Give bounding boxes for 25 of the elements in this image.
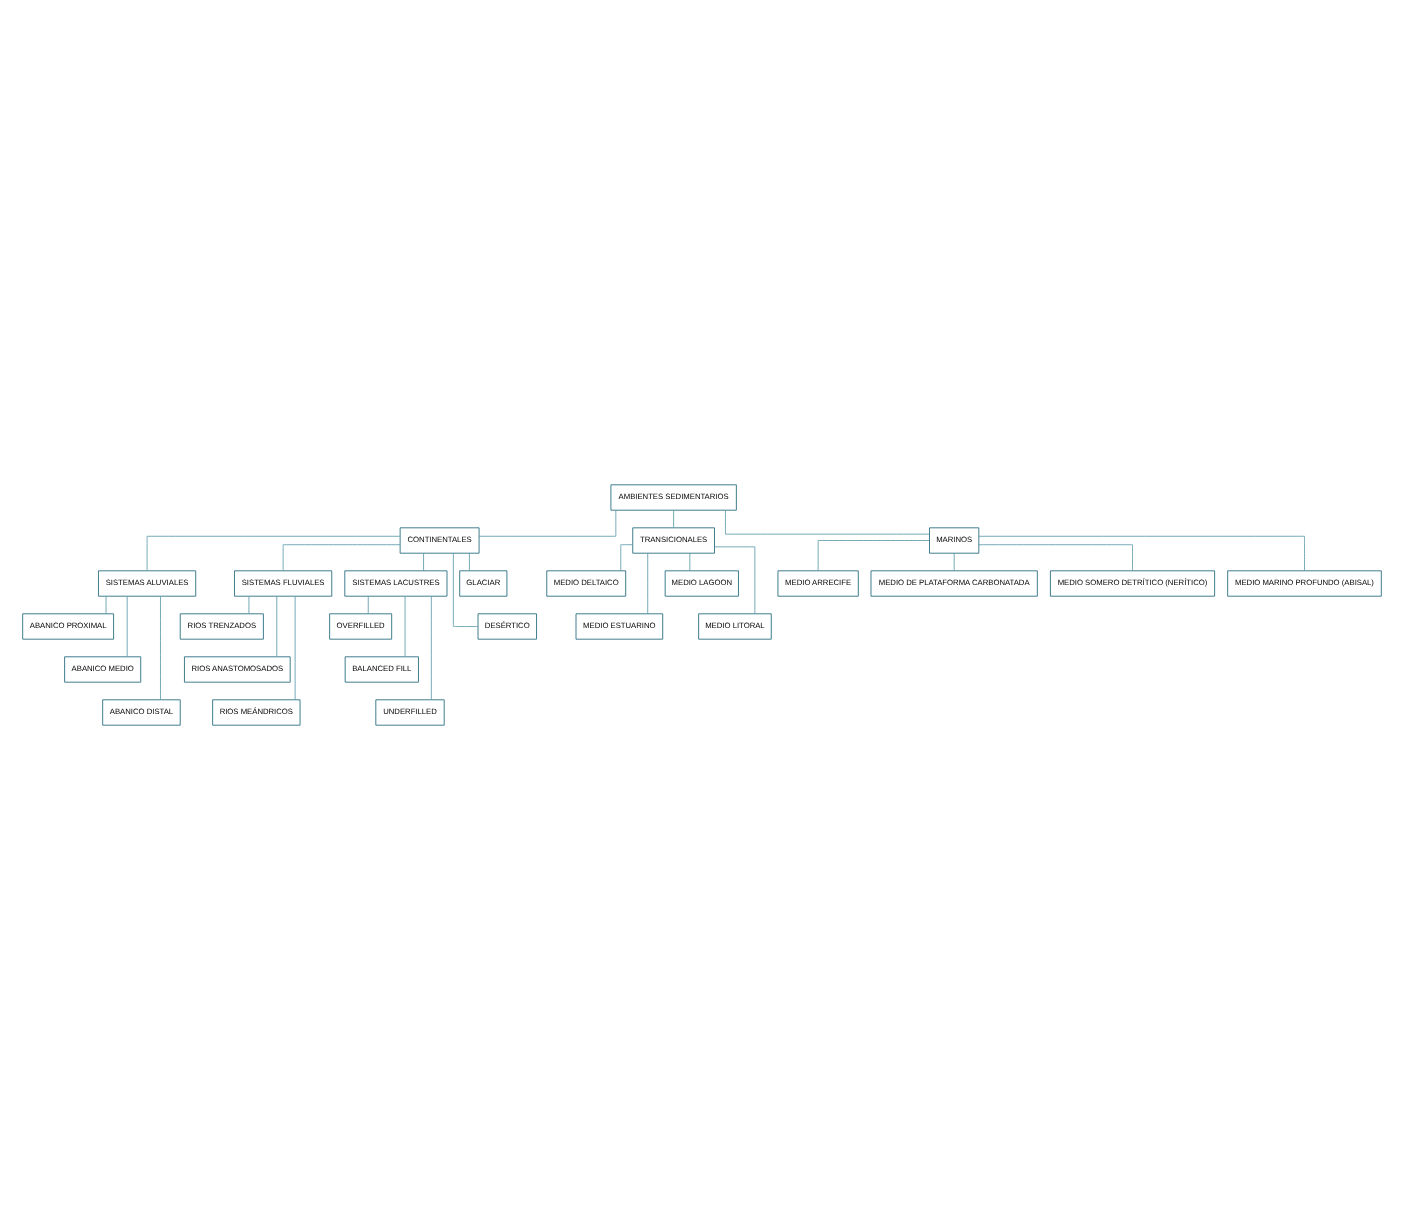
connector — [978, 535, 1305, 572]
connector — [248, 595, 250, 615]
connector — [689, 552, 691, 572]
connector — [430, 595, 432, 701]
connector — [978, 544, 1133, 572]
connector — [160, 595, 161, 701]
connector — [423, 552, 424, 572]
connector — [452, 552, 479, 627]
connector — [647, 552, 649, 615]
connector — [282, 544, 401, 572]
connector — [817, 540, 930, 572]
connector — [294, 595, 296, 701]
connector — [478, 509, 617, 537]
connector — [105, 595, 107, 615]
connector — [126, 595, 128, 658]
connector — [953, 552, 955, 572]
connector — [673, 510, 675, 529]
connector — [367, 595, 369, 615]
connector — [620, 544, 633, 572]
connector — [404, 595, 406, 658]
connector — [146, 535, 401, 572]
connector — [714, 546, 756, 615]
connector — [468, 552, 470, 572]
connector — [725, 509, 930, 535]
connector — [276, 595, 278, 658]
